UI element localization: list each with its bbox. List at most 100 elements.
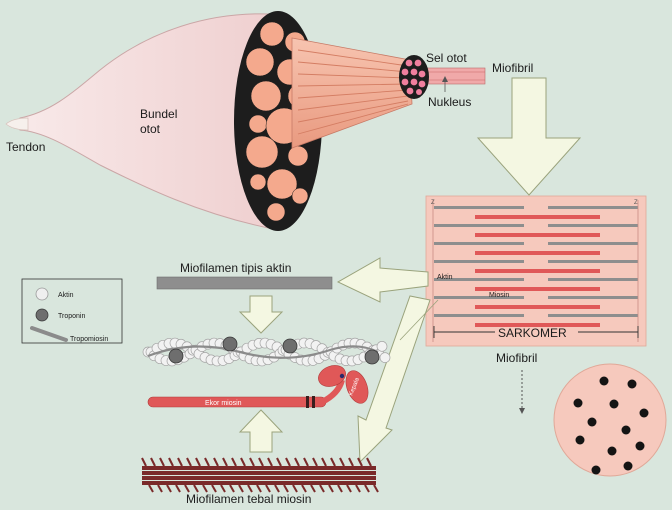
myofilament-dot <box>621 425 631 435</box>
myosin-head-projection <box>193 484 199 493</box>
sarc-myosin <box>475 233 600 237</box>
myosin-head-projection <box>157 484 163 493</box>
label-z-right: Z <box>634 200 638 206</box>
down-arrow-to-actin-helix <box>238 295 284 334</box>
myosin-head-projection <box>294 457 300 467</box>
myosin-head-projection <box>274 484 280 493</box>
legend-box <box>21 278 123 344</box>
legend-label-aktin: Aktin <box>58 292 74 299</box>
sarc-actin-left <box>434 260 524 263</box>
myosin-head-projection <box>222 457 228 467</box>
myosin-strand <box>142 481 376 485</box>
myosin-head-projection <box>220 484 226 493</box>
myosin-head-projection <box>202 484 208 493</box>
myosin-head-projection <box>256 484 262 493</box>
myofilament-dot <box>639 408 649 418</box>
myofilament-dot <box>635 441 645 451</box>
sarc-actin-left <box>434 314 524 317</box>
actin-bead <box>379 352 391 363</box>
myofilament-dot <box>607 446 617 456</box>
myosin-head-2 <box>345 370 369 404</box>
myosin-head-projection <box>249 457 255 467</box>
myosin-head-projection <box>204 457 210 467</box>
myofilament-dot <box>627 379 637 389</box>
myofilament-dot <box>573 398 583 408</box>
myosin-head-projection <box>195 457 201 467</box>
up-arrow-to-myosin <box>238 409 284 453</box>
myosin-head-projection <box>337 484 343 493</box>
myosin-head-projection <box>229 484 235 493</box>
myofilament-dot <box>575 435 585 445</box>
myofilament-dot <box>599 376 609 386</box>
myosin-head-projection <box>276 457 282 467</box>
sarc-actin-right <box>548 278 638 281</box>
myosin-head-projection <box>339 457 345 467</box>
left-arrow-to-thin-filament <box>336 257 429 303</box>
myosin-head-projection <box>303 457 309 467</box>
sarc-actin-right <box>548 242 638 245</box>
aktin-bead-icon <box>35 287 49 301</box>
label-sarkomer: SARKOMER <box>498 326 567 340</box>
myosin-head-projection <box>247 484 253 493</box>
myosin-head-projection <box>240 457 246 467</box>
myosin-head-projection <box>231 457 237 467</box>
myosin-molecule <box>147 365 369 408</box>
myosin-head-projection <box>168 457 174 467</box>
sarcomere-panel <box>425 195 647 347</box>
myosin-head-projection <box>177 457 183 467</box>
sarc-actin-right <box>548 260 638 263</box>
label-bundel-line2: otot <box>140 122 161 136</box>
legend-label-troponin: Troponin <box>58 313 85 320</box>
myosin-strand <box>142 471 376 475</box>
myosin-head-projection <box>184 484 190 493</box>
myosin-head-projection <box>366 457 372 467</box>
sarc-myosin <box>475 323 600 327</box>
sarc-actin-left <box>434 242 524 245</box>
myosin-head-projection <box>312 457 318 467</box>
myosin-head-projection <box>319 484 325 493</box>
myosin-head-projection <box>364 484 370 493</box>
myosin-head-projection <box>283 484 289 493</box>
myosin-head-projection <box>285 457 291 467</box>
label-ekor-miosin: Ekor miosin <box>205 400 242 407</box>
down-arrow-to-sarcomere <box>476 77 582 196</box>
thick-filament-bundle <box>141 457 379 493</box>
sarc-actin-right <box>548 296 638 299</box>
sarc-actin-left <box>434 224 524 227</box>
myosin-head-projection <box>357 457 363 467</box>
myosin-head-projection <box>265 484 271 493</box>
myosin-strand <box>142 466 376 470</box>
myosin-head-1 <box>318 365 346 387</box>
label-miofibril-bottom: Miofibril <box>496 351 537 365</box>
tropomyosin-strand <box>147 345 379 359</box>
myosin-head-projection <box>328 484 334 493</box>
troponin-ball-icon <box>35 308 49 322</box>
myosin-head-projection <box>186 457 192 467</box>
myosin-strand <box>142 476 376 480</box>
sarc-actin-left <box>434 296 524 299</box>
myofilament-dot <box>609 399 619 409</box>
myosin-head-projection <box>213 457 219 467</box>
myosin-head-projection <box>346 484 352 493</box>
sarc-myosin <box>475 305 600 309</box>
label-tendon: Tendon <box>6 140 45 154</box>
legend-label-tropomiosin: Tropomiosin <box>70 336 108 343</box>
sarc-myosin <box>475 287 600 291</box>
muscle-cell <box>399 55 486 99</box>
sarc-actin-left <box>434 278 524 281</box>
myosin-head-projection <box>348 457 354 467</box>
label-miofibril-top: Miofibril <box>492 61 533 75</box>
myofilament-dot <box>587 417 597 427</box>
myosin-head-projection <box>238 484 244 493</box>
myosin-head-projection <box>150 457 156 467</box>
myosin-head-projection <box>310 484 316 493</box>
diagonal-arrow-to-thick-filament <box>357 295 431 464</box>
fascicle-cylinder <box>291 37 413 149</box>
troponin-complexes <box>168 336 380 365</box>
myosin-head-projection <box>330 457 336 467</box>
sarc-actin-right <box>548 206 638 209</box>
label-sel-otot: Sel otot <box>426 51 467 65</box>
myosin-head-projection <box>175 484 181 493</box>
thin-filament-bar <box>156 276 333 290</box>
